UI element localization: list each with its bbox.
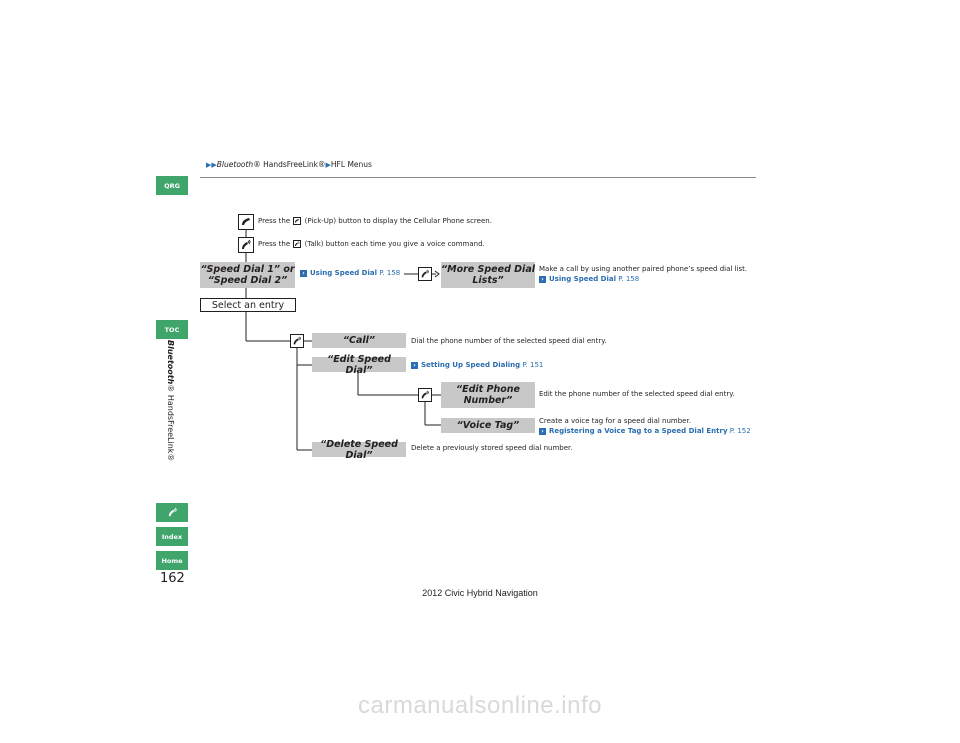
call-command: “Call” — [312, 333, 406, 348]
tab-qrg[interactable]: QRG — [156, 176, 188, 195]
pickup-inline-icon — [293, 217, 302, 225]
xref-arrow-icon: › — [539, 428, 546, 435]
talk-inline-icon — [293, 240, 302, 248]
delete-description: Delete a previously stored speed dial nu… — [411, 444, 573, 452]
breadcrumb-arrow-icon: ▶ — [325, 161, 331, 169]
talk-button-icon — [290, 334, 304, 348]
tab-home[interactable]: Home — [156, 551, 188, 570]
edit-speed-dial-command: “Edit Speed Dial” — [312, 354, 406, 376]
footer-title: 2012 Civic Hybrid Navigation — [422, 588, 538, 598]
pickup-button-icon — [238, 214, 254, 230]
xref-using-speed-dial[interactable]: ›Using Speed Dial P. 158 — [300, 269, 400, 277]
xref-arrow-icon: › — [411, 362, 418, 369]
watermark: carmanualsonline.info — [358, 692, 602, 719]
xref-registering-voice-tag[interactable]: ›Registering a Voice Tag to a Speed Dial… — [539, 427, 751, 435]
pickup-instruction: Press the (Pick-Up) button to display th… — [258, 217, 492, 225]
speed-dial-command: “Speed Dial 1” or “Speed Dial 2” — [200, 262, 295, 288]
tab-voice[interactable] — [156, 503, 188, 522]
talk-button-icon — [238, 237, 254, 253]
xref-arrow-icon: › — [539, 276, 546, 283]
talk-instruction: Press the (Talk) button each time you gi… — [258, 240, 485, 248]
tab-index[interactable]: Index — [156, 527, 188, 546]
breadcrumb-arrow-icon: ▶▶ — [206, 161, 217, 169]
xref-arrow-icon: › — [300, 270, 307, 277]
edit-phone-number-command: “Edit Phone Number” — [441, 382, 535, 408]
breadcrumb: ▶▶Bluetooth® HandsFreeLink®▶HFL Menus — [206, 160, 372, 169]
page-number: 162 — [160, 571, 185, 586]
call-description: Dial the phone number of the selected sp… — [411, 337, 607, 345]
edit-phone-description: Edit the phone number of the selected sp… — [539, 390, 735, 398]
talk-button-icon — [418, 267, 432, 281]
voice-tag-command: “Voice Tag” — [441, 418, 535, 433]
select-entry-step: Select an entry — [200, 298, 296, 312]
breadcrumb-item-menus: HFL Menus — [330, 160, 372, 169]
talk-button-icon — [418, 388, 432, 402]
xref-setting-up[interactable]: ›Setting Up Speed Dialing P. 151 — [411, 361, 543, 369]
xref-using-speed-dial-2[interactable]: ›Using Speed Dial P. 158 — [539, 275, 639, 283]
voice-tag-description: Create a voice tag for a speed dial numb… — [539, 417, 691, 425]
tab-toc[interactable]: TOC — [156, 320, 188, 339]
breadcrumb-item-bluetooth[interactable]: Bluetooth — [216, 160, 254, 169]
breadcrumb-item-hfl[interactable]: ® HandsFreeLink® — [253, 160, 326, 169]
more-speed-dial-command: “More Speed Dial Lists” — [441, 262, 535, 288]
delete-speed-dial-command: “Delete Speed Dial” — [312, 439, 406, 461]
header-rule — [200, 177, 756, 178]
talk-icon — [168, 507, 177, 517]
more-description: Make a call by using another paired phon… — [539, 265, 748, 273]
